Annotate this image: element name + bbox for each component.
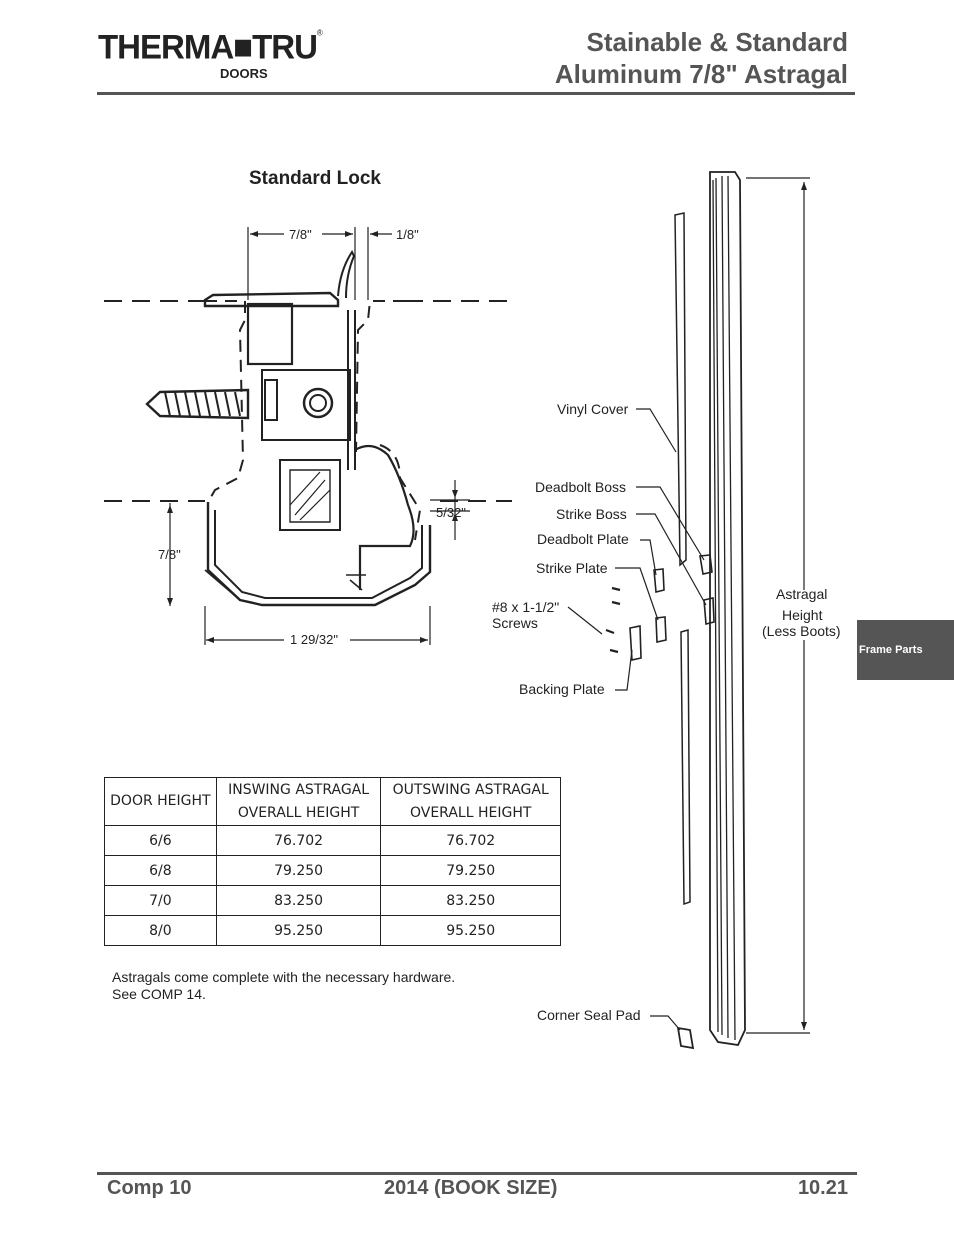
page-title-line1: Stainable & Standard — [586, 27, 849, 57]
cell-door-height: 8/0 — [104, 915, 217, 946]
callout-backing-plate: Backing Plate — [519, 681, 605, 697]
logo-text: THERMA■TRU — [98, 27, 318, 66]
table-header-row: DOOR HEIGHT INSWING ASTRAGAL OVERALL HEI… — [104, 777, 561, 826]
callout-astragal-line3: (Less Boots) — [762, 623, 841, 639]
callout-deadbolt-plate: Deadbolt Plate — [537, 531, 629, 547]
table-row: 8/0 95.250 95.250 — [104, 915, 561, 946]
logo-subtext: DOORS — [220, 66, 268, 81]
dim-height-label: 7/8" — [158, 547, 181, 562]
callout-screws-line2: Screws — [492, 615, 538, 631]
callout-astragal-line2: Height — [782, 607, 823, 623]
header-rule — [97, 92, 855, 95]
header-door-height: DOOR HEIGHT — [104, 777, 217, 826]
header-outswing: OUTSWING ASTRAGAL OVERALL HEIGHT — [380, 777, 561, 826]
header-inswing-line1: INSWING ASTRAGAL — [228, 781, 370, 798]
dim-top-left-label: 7/8" — [289, 227, 312, 242]
logo-registered-mark: ® — [316, 28, 323, 38]
header-inswing: INSWING ASTRAGAL OVERALL HEIGHT — [215, 777, 382, 826]
cell-outswing: 95.250 — [380, 915, 561, 946]
hardware-note: Astragals come complete with the necessa… — [112, 969, 455, 1003]
header-outswing-line1: OUTSWING ASTRAGAL — [392, 781, 549, 798]
footer-edition: 2014 (BOOK SIZE) — [384, 1177, 558, 1199]
header-outswing-line2: OVERALL HEIGHT — [409, 804, 532, 821]
cell-inswing: 76.702 — [215, 825, 382, 856]
section-tab-label: Frame Parts — [859, 644, 923, 656]
section-heading: Standard Lock — [249, 168, 381, 189]
callout-strike-boss: Strike Boss — [556, 506, 627, 522]
astragal-height-table: DOOR HEIGHT INSWING ASTRAGAL OVERALL HEI… — [104, 777, 561, 946]
note-line2: See COMP 14. — [112, 986, 206, 1002]
callout-vinyl-cover: Vinyl Cover — [557, 401, 629, 417]
dim-side-label: 5/32" — [436, 505, 466, 520]
callout-strike-plate: Strike Plate — [536, 560, 608, 576]
table-row: 6/6 76.702 76.702 — [104, 825, 561, 856]
table-row: 7/0 83.250 83.250 — [104, 885, 561, 916]
header-inswing-line2: OVERALL HEIGHT — [237, 804, 360, 821]
footer-rule — [97, 1172, 857, 1175]
callout-deadbolt-boss: Deadbolt Boss — [535, 479, 627, 495]
page-title-line2: Aluminum 7/8" Astragal — [554, 59, 848, 89]
footer-page-number: 10.21 — [797, 1177, 848, 1199]
cell-door-height: 6/6 — [104, 825, 217, 856]
callout-astragal-line1: Astragal — [776, 586, 828, 602]
dim-width-label: 1 29/32" — [290, 632, 338, 647]
table-row: 6/8 79.250 79.250 — [104, 855, 561, 886]
cell-door-height: 7/0 — [104, 885, 217, 916]
footer-comp: Comp 10 — [107, 1177, 192, 1199]
cell-door-height: 6/8 — [104, 855, 217, 886]
callout-corner-seal-pad: Corner Seal Pad — [537, 1007, 641, 1023]
callout-screws-line1: #8 x 1-1/2" — [492, 599, 560, 615]
cell-inswing: 95.250 — [215, 915, 382, 946]
note-line1: Astragals come complete with the necessa… — [112, 969, 456, 985]
cell-outswing: 83.250 — [380, 885, 561, 916]
cell-outswing: 79.250 — [380, 855, 561, 886]
brand-logo: THERMA■TRU® — [98, 27, 323, 66]
dim-top-right-label: 1/8" — [396, 227, 419, 242]
cell-inswing: 79.250 — [215, 855, 382, 886]
cell-outswing: 76.702 — [380, 825, 561, 856]
cell-inswing: 83.250 — [215, 885, 382, 916]
section-tab-frame-parts[interactable]: Frame Parts — [857, 620, 954, 680]
